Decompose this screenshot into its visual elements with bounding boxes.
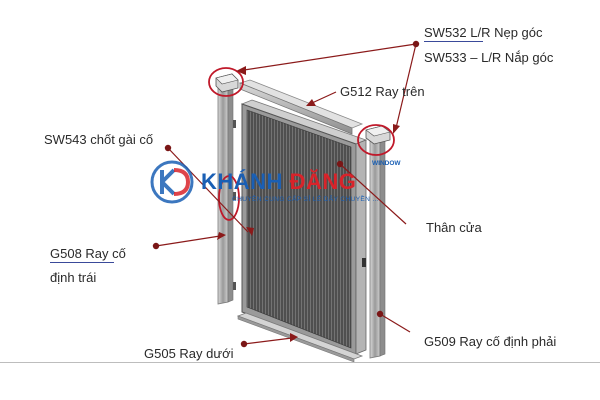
label-g508-underline	[50, 262, 114, 263]
label-g508-line2: định trái	[50, 270, 97, 285]
logo-mark-icon	[150, 160, 194, 204]
callout-circle-latch	[218, 175, 240, 221]
callout-circle-right-cap	[357, 124, 395, 156]
label-g509: G509 Ray cố định phải	[424, 334, 557, 349]
label-g505: G505 Ray dưới	[144, 346, 234, 361]
label-sw543: SW543 chốt gài cố	[44, 132, 154, 147]
right-rail-g509	[369, 133, 386, 359]
label-g508-line1: G508 Ray cố	[50, 246, 126, 261]
label-g512: G512 Ray trên	[340, 84, 425, 99]
watermark-name-part1: KHÁNH	[201, 169, 283, 194]
callout-circle-left-cap	[208, 67, 244, 97]
label-than-cua: Thân cửa	[426, 220, 482, 235]
watermark-logo: KHÁNH ĐĂNG	[201, 170, 356, 194]
callout-dots	[152, 40, 420, 348]
watermark-window-tag: WINDOW	[372, 160, 401, 167]
top-rail-g512	[238, 79, 364, 135]
door-body	[240, 99, 368, 355]
label-sw532-underline	[424, 41, 483, 42]
bottom-divider	[0, 362, 600, 363]
callout-arrowheads	[217, 66, 400, 342]
left-rail-g508	[217, 85, 236, 305]
watermark-tagline: CHUYÊN CUNG CẤP SỈ LẺ DÂY CHUYỀN ...	[232, 196, 380, 203]
bottom-rail-g505	[236, 312, 364, 363]
corner-cap-left	[215, 73, 239, 93]
watermark-name-part2: ĐĂNG	[289, 169, 357, 194]
callout-lines	[155, 43, 417, 345]
label-sw533: SW533 – L/R Nắp góc	[424, 50, 554, 65]
label-sw532: SW532 L/R Nẹp góc	[424, 25, 543, 40]
